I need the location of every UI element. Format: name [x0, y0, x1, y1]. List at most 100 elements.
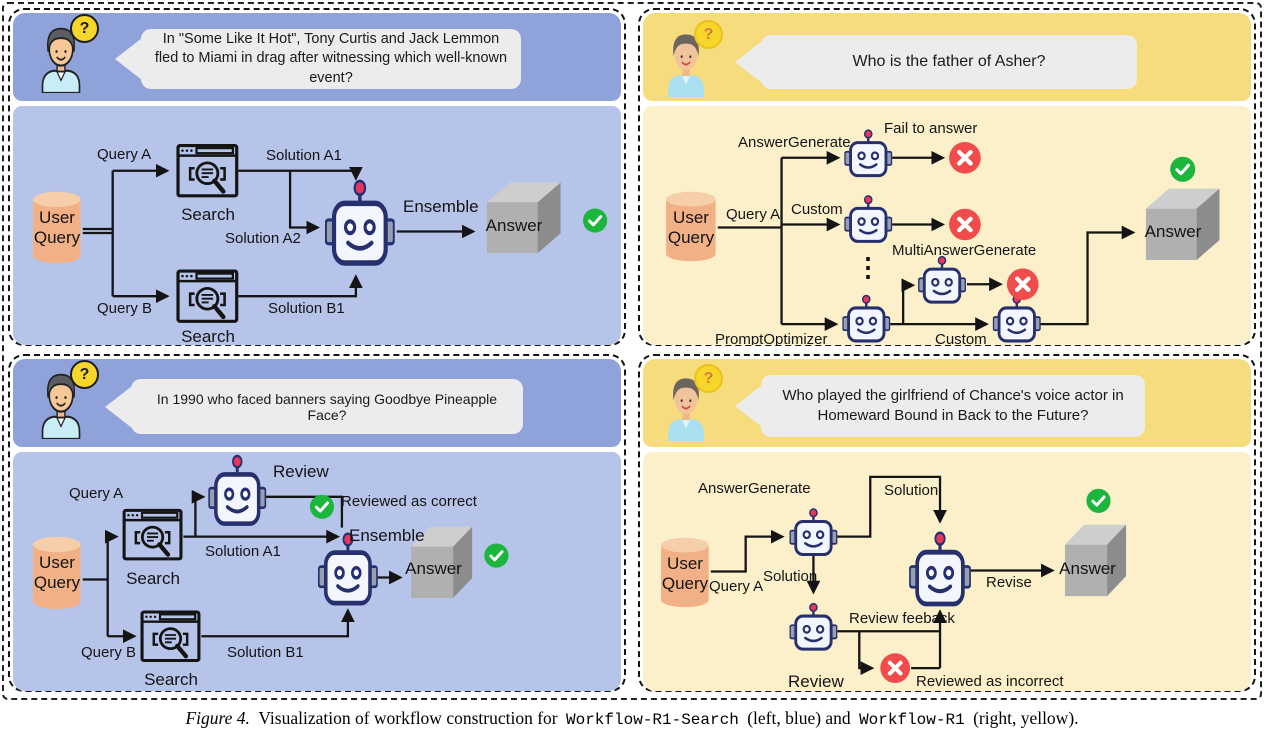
panel-top-right-workflow-r1: ? Who is the father of Asher? — [638, 8, 1256, 346]
question-bubble: Who is the father of Asher? — [761, 35, 1137, 89]
node-label-search: Search — [144, 670, 198, 689]
robot-icon — [992, 294, 1041, 343]
panel-header: ? In "Some Like It Hot", Tony Curtis and… — [13, 13, 621, 101]
workflow-diagram — [33, 106, 609, 345]
search-icon — [124, 510, 181, 558]
workflow-diagram — [666, 128, 1220, 343]
figure-caption: Figure 4. Visualization of workflow cons… — [0, 708, 1264, 729]
question-text: In 1990 who faced banners saying Goodbye… — [156, 390, 498, 423]
edge-label-review-feedback: Review feeback — [849, 610, 955, 627]
workflow-diagram — [661, 475, 1127, 691]
panel-top-left-workflow-r1-search: ? In "Some Like It Hot", Tony Curtis and… — [8, 8, 626, 346]
edge-label-query-a: Query A — [709, 578, 764, 595]
workflow-diagram — [33, 452, 510, 691]
operator-label-review: Review — [788, 672, 844, 691]
check-icon — [1085, 487, 1112, 514]
robot-icon — [918, 255, 966, 304]
operator-label-answer-generate: AnswerGenerate — [698, 480, 811, 497]
panel-bottom-left-workflow-r1-search: ? In 1990 who faced banners saying Goodb… — [8, 354, 626, 692]
question-mark: ? — [79, 19, 90, 37]
search-icon — [178, 146, 237, 196]
edge-label-solution-top: Solution — [884, 482, 939, 499]
panel-header: ? Who is the father of Asher? — [643, 13, 1251, 101]
node-label-user-query: User Query — [33, 553, 81, 592]
robot-icon — [209, 456, 266, 524]
more-branches-ellipsis: ⋮ — [855, 252, 881, 282]
status-label-fail-to-answer: Fail to answer — [884, 120, 978, 137]
question-badge-icon: ? — [70, 360, 99, 389]
user-avatar: ? — [659, 364, 723, 441]
panel-header: ? Who played the girlfriend of Chance's … — [643, 359, 1251, 447]
caption-code-workflow-r1: Workflow-R1 — [859, 711, 965, 729]
edge-label-solution-down: Solution — [763, 568, 818, 585]
search-icon — [142, 612, 199, 660]
operator-label-review: Review — [273, 462, 329, 481]
panel-bottom-right-workflow-r1: ? Who played the girlfriend of Chance's … — [638, 354, 1256, 692]
node-label-answer: Answer — [485, 216, 543, 235]
node-label-user-query: User Query — [33, 208, 81, 247]
node-label-answer: Answer — [1059, 559, 1116, 578]
robot-icon — [326, 181, 394, 263]
node-label-user-query: User Query — [667, 208, 715, 247]
edge-label-query-a: Query A — [69, 485, 124, 502]
question-text: Who played the girlfriend of Chance's vo… — [782, 386, 1124, 424]
question-badge-icon: ? — [694, 20, 723, 49]
search-icon — [178, 271, 237, 321]
edge-label-ensemble: Ensemble — [349, 526, 425, 545]
question-text: In "Some Like It Hot", Tony Curtis and J… — [154, 30, 508, 86]
caption-code-workflow-r1-search: Workflow-R1-Search — [565, 711, 739, 729]
node-label-search: Search — [181, 327, 235, 345]
edge-label-solution-a2: Solution A2 — [225, 230, 301, 247]
cross-icon — [949, 142, 981, 174]
node-label-answer: Answer — [405, 559, 462, 578]
robot-icon — [842, 294, 891, 343]
robot-icon — [789, 507, 838, 557]
panel-diagram: User Query Query A AnswerGenerate Soluti… — [643, 452, 1251, 691]
question-text: Who is the father of Asher? — [852, 53, 1046, 70]
question-mark: ? — [703, 369, 714, 387]
user-avatar: ? — [659, 20, 723, 97]
figure-number: Figure 4. — [185, 708, 250, 728]
caption-text: (right, yellow). — [973, 708, 1079, 728]
edge-label-query-b: Query B — [81, 644, 137, 661]
robot-icon — [910, 533, 971, 604]
status-label-reviewed-incorrect: Reviewed as incorrect — [916, 673, 1064, 690]
panel-diagram: User Query Query A Query B Search Search… — [13, 452, 621, 691]
operator-label-custom: Custom — [791, 201, 843, 218]
edge-label-solution-b1: Solution B1 — [268, 300, 345, 317]
edge-label-ensemble: Ensemble — [403, 197, 479, 216]
question-bubble: In "Some Like It Hot", Tony Curtis and J… — [141, 29, 521, 89]
edge-label-revise: Revise — [986, 574, 1032, 591]
edge-label-solution-a1: Solution A1 — [266, 147, 342, 164]
question-badge-icon: ? — [694, 364, 723, 393]
robot-icon — [789, 602, 838, 651]
question-bubble: Who played the girlfriend of Chance's vo… — [761, 375, 1145, 437]
edge-label-query-a: Query A — [97, 146, 152, 163]
robot-icon — [844, 194, 893, 243]
cross-icon — [1007, 268, 1039, 300]
check-icon — [309, 493, 335, 520]
question-badge-icon: ? — [70, 14, 99, 43]
operator-label-prompt-optimizer: PromptOptimizer — [715, 331, 828, 345]
panel-diagram: User Query Query A AnswerGenerate Fail t… — [643, 106, 1251, 345]
user-avatar: ? — [33, 14, 99, 93]
edge-label-query-b: Query B — [97, 300, 153, 317]
check-icon — [1169, 155, 1197, 183]
edge-label-query-a: Query A — [726, 206, 781, 223]
node-label-answer: Answer — [1144, 222, 1202, 241]
node-label-search: Search — [126, 569, 180, 588]
cross-icon — [880, 653, 910, 683]
cross-icon — [949, 209, 981, 241]
question-bubble: In 1990 who faced banners saying Goodbye… — [131, 379, 523, 434]
operator-label-answer-generate: AnswerGenerate — [738, 134, 851, 151]
panel-header: ? In 1990 who faced banners saying Goodb… — [13, 359, 621, 447]
caption-text: Visualization of workflow construction f… — [258, 708, 558, 728]
question-mark: ? — [703, 25, 714, 43]
check-icon — [582, 207, 609, 234]
caption-text: (left, blue) and — [747, 708, 851, 728]
status-label-reviewed-correct: Reviewed as correct — [341, 493, 477, 510]
panel-diagram: User Query Query A Query B Search Search… — [13, 106, 621, 345]
edge-label-solution-a1: Solution A1 — [205, 543, 281, 560]
check-icon — [483, 542, 510, 569]
